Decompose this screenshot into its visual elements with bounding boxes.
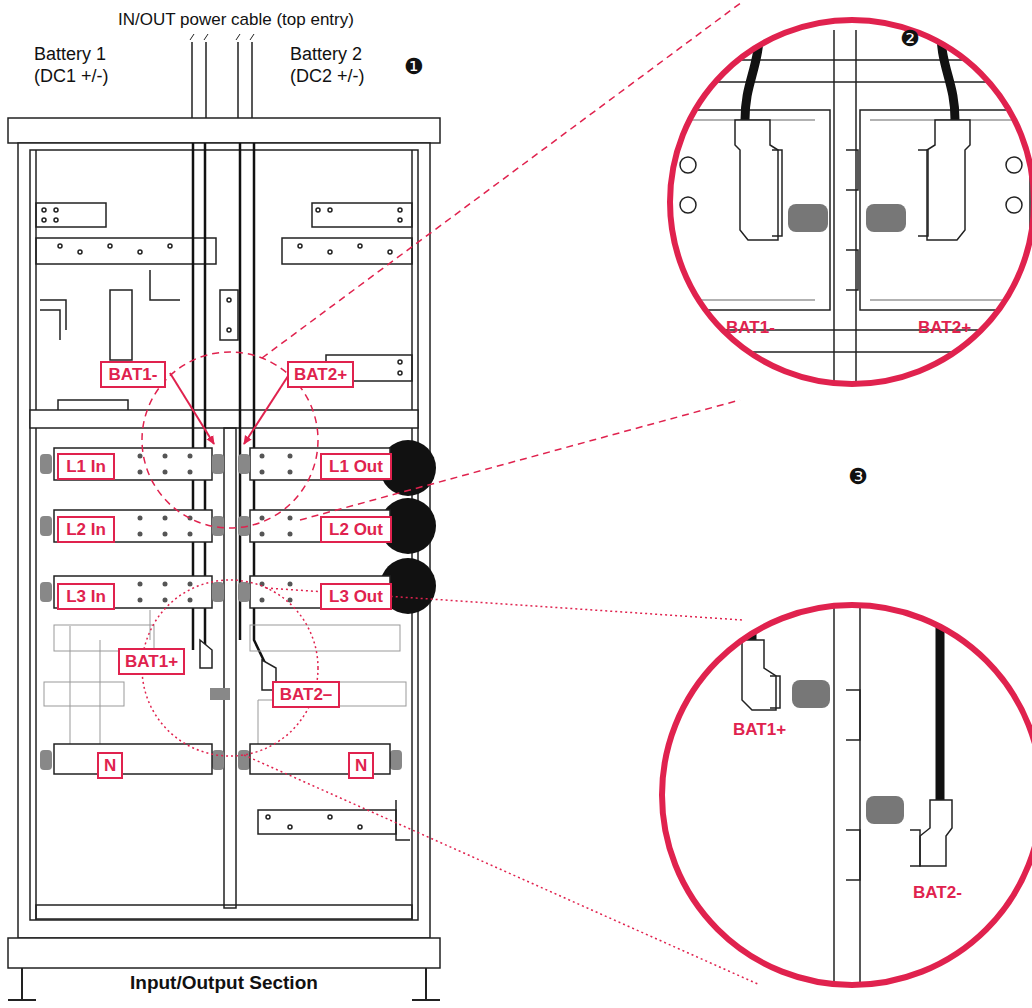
battery-label: Battery 2 (DC2 +/-): [290, 44, 382, 87]
zoom-terminal-label: BAT1+: [733, 720, 786, 740]
callout-number: ❶: [404, 54, 424, 80]
terminal-text: L1 In: [66, 456, 106, 477]
terminal-text: L3 In: [66, 586, 106, 607]
terminal-text: L2 Out: [329, 519, 383, 540]
terminal-text: N: [355, 755, 367, 776]
zoom-terminal-label: BAT2-: [913, 883, 962, 903]
output-terminal-label: L1 Out: [320, 453, 392, 480]
terminal-text: L3 Out: [329, 586, 383, 607]
input-terminal-label: L3 In: [57, 583, 115, 610]
output-terminal-label: L2 Out: [320, 516, 392, 543]
terminal-text: BAT2–: [280, 684, 333, 705]
output-terminal-label: L3 Out: [320, 583, 392, 610]
terminal-text: L1 Out: [329, 456, 383, 477]
terminal-text: N: [104, 755, 116, 776]
input-terminal-label: L2 In: [57, 516, 115, 543]
callout-number: ❸: [848, 464, 868, 490]
zoom-terminal-label: BAT2+: [918, 318, 971, 338]
battery-terminal-label: BAT1+: [118, 648, 185, 675]
zoom-terminal-label: BAT1-: [726, 318, 775, 338]
cable-entry-label: IN/OUT power cable (top entry): [118, 10, 354, 30]
battery-terminal-label: BAT2–: [272, 681, 340, 708]
neutral-terminal-label: N: [97, 752, 123, 779]
battery-terminal-label: BAT1-: [100, 361, 166, 388]
battery-terminal-label: BAT2+: [287, 361, 354, 388]
terminal-text: L2 In: [66, 519, 106, 540]
terminal-text: BAT2+: [294, 364, 347, 385]
terminal-text: BAT1-: [109, 364, 158, 385]
section-caption: Input/Output Section: [130, 972, 318, 995]
callout-number: ❷: [900, 26, 920, 52]
input-terminal-label: L1 In: [57, 453, 115, 480]
neutral-terminal-label: N: [348, 752, 374, 779]
terminal-text: BAT1+: [125, 651, 178, 672]
battery-label: Battery 1 (DC1 +/-): [34, 44, 126, 87]
